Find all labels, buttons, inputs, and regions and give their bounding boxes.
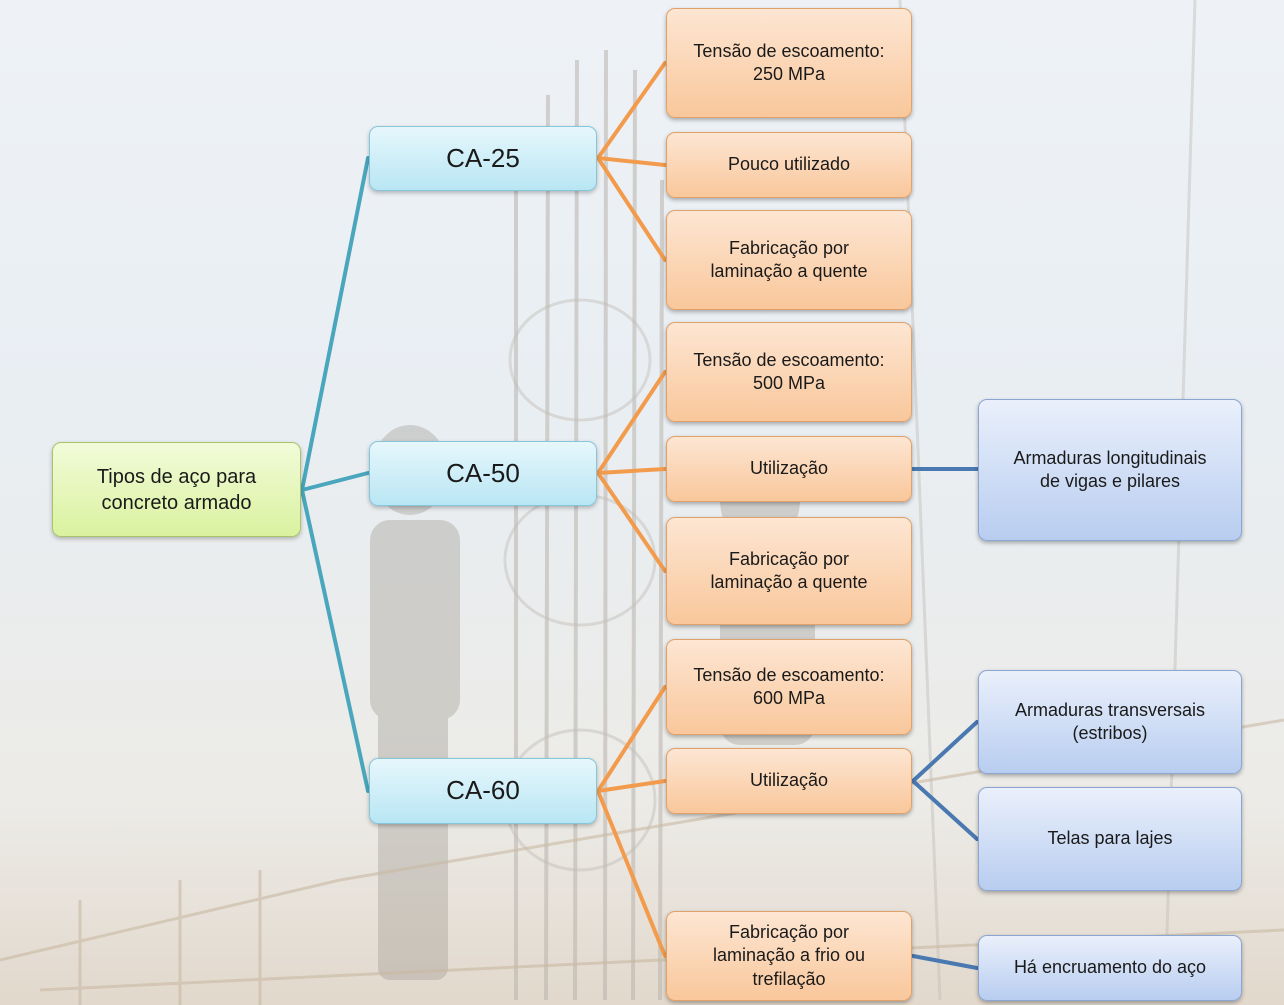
category-label: CA-25 [446,142,520,173]
property-label: Pouco utilizado [727,154,851,175]
detail-node-ca-60-transverse-reinforcement: Armaduras transversais (estribos) [978,670,1242,774]
property-label: Tensão de escoamento: 500 MPa [693,349,885,393]
category-label: CA-50 [446,457,520,488]
detail-node-ca-60-slab-meshes: Telas para lajes [978,787,1242,891]
detail-label: Há encruamento do aço [1013,957,1207,978]
property-node-ca-50-usage: Utilização [666,436,912,502]
property-label: Fabricação por laminação a quente [710,237,868,281]
category-node-ca-25: CA-25 [369,126,597,191]
category-node-ca-60: CA-60 [369,758,597,824]
detail-node-ca-50-longitudinal-reinforcement: Armaduras longitudinais de vigas e pilar… [978,399,1242,541]
property-label: Fabricação por laminação a quente [710,548,868,592]
root-label: Tipos de aço para concreto armado [96,465,257,514]
detail-label: Armaduras transversais (estribos) [1014,699,1206,743]
property-node-ca-60-manufacturing: Fabricação por laminação a frio ou trefi… [666,911,912,1001]
root-connector-2 [300,488,370,793]
category-connector-1-2 [596,471,667,573]
property-node-ca-50-manufacturing: Fabricação por laminação a quente [666,517,912,625]
category-connector-1-0 [596,370,667,475]
property-node-ca-50-yield-strength: Tensão de escoamento: 500 MPa [666,322,912,422]
category-connector-0-1 [596,156,667,167]
detail-connector-1 [911,720,979,783]
property-label: Fabricação por laminação a frio ou trefi… [712,921,866,989]
root-connector-0 [300,156,370,492]
property-node-ca-60-yield-strength: Tensão de escoamento: 600 MPa [666,639,912,735]
property-node-ca-25-usage: Pouco utilizado [666,132,912,198]
category-label: CA-60 [446,775,520,806]
category-node-ca-50: CA-50 [369,441,597,506]
category-connector-2-2 [596,789,667,958]
category-connector-2-1 [596,779,667,793]
property-node-ca-25-yield-strength: Tensão de escoamento: 250 MPa [666,8,912,118]
property-label: Tensão de escoamento: 250 MPa [693,40,885,84]
root-node: Tipos de aço para concreto armado [52,442,301,537]
detail-connector-2 [911,779,979,841]
detail-node-ca-60-strain-hardening: Há encruamento do aço [978,935,1242,1001]
property-label: Utilização [749,770,829,791]
property-label: Utilização [749,458,829,479]
property-label: Tensão de escoamento: 600 MPa [693,664,885,708]
category-connector-0-0 [596,61,667,160]
detail-label: Telas para lajes [1047,828,1173,849]
category-connector-0-2 [596,156,667,262]
root-connector-1 [300,471,370,492]
category-connector-2-0 [596,685,667,793]
detail-label: Armaduras longitudinais de vigas e pilar… [1013,447,1207,491]
category-connector-1-1 [596,467,667,475]
detail-connector-3 [911,954,979,970]
property-node-ca-25-manufacturing: Fabricação por laminação a quente [666,210,912,310]
property-node-ca-60-usage: Utilização [666,748,912,814]
